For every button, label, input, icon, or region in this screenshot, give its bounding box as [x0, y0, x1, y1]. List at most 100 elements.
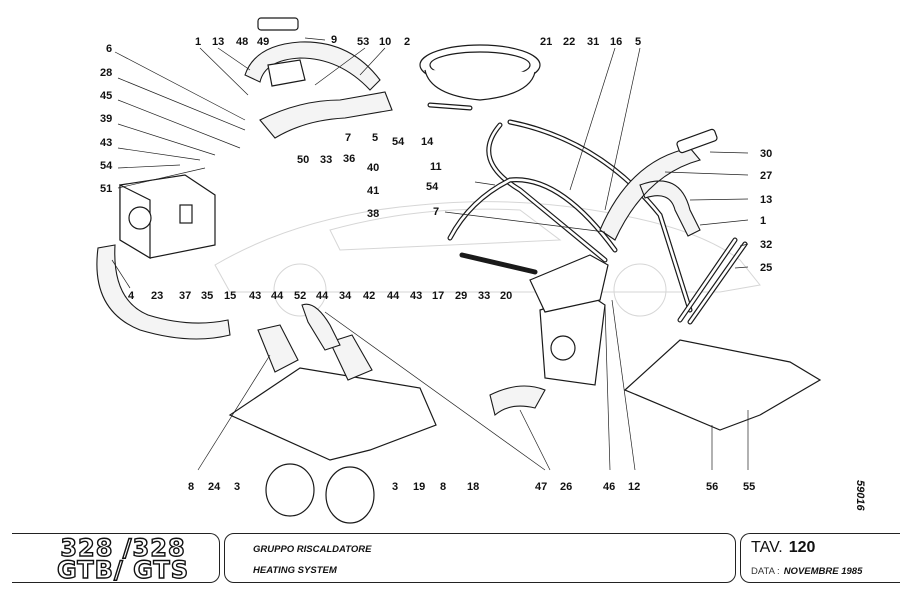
right-heater-box	[529, 254, 609, 386]
callout: 13	[212, 36, 224, 48]
callout: 24	[208, 481, 221, 493]
callout: 41	[367, 185, 379, 197]
tav-label: TAV.	[751, 539, 783, 556]
callout: 5	[635, 36, 641, 48]
model-box: 328 /328 GTB/ GTS	[12, 533, 220, 583]
callout: 25	[760, 262, 772, 274]
callout: 51	[100, 183, 112, 195]
date-label: DATA :	[751, 566, 780, 577]
callout: 55	[743, 481, 755, 493]
corner-duct	[301, 303, 341, 351]
callout: 39	[100, 113, 112, 125]
callout: 15	[224, 290, 236, 302]
right-flexible-hose	[599, 147, 701, 241]
drawing-serial-number: 59016	[854, 480, 866, 511]
callout: 18	[467, 481, 479, 493]
callout: 54	[100, 160, 113, 172]
callout: 8	[188, 481, 194, 493]
callout: 52	[294, 290, 306, 302]
callout: 13	[760, 194, 772, 206]
callout: 10	[379, 36, 391, 48]
side-duct	[489, 385, 546, 417]
callout: 54	[392, 136, 405, 148]
date-line: DATA :NOVEMBRE 1985	[751, 566, 862, 577]
left-elbow-duct	[257, 324, 299, 373]
callout: 1	[195, 36, 201, 48]
callout: 43	[410, 290, 422, 302]
callout: 34	[339, 290, 352, 302]
callout: 44	[271, 290, 284, 302]
callout: 3	[234, 481, 240, 493]
callout: 50	[297, 154, 309, 166]
callout: 38	[367, 208, 379, 220]
callout: 36	[343, 153, 355, 165]
callout: 17	[432, 290, 444, 302]
callout: 26	[560, 481, 572, 493]
callout: 29	[455, 290, 467, 302]
callout: 1	[760, 215, 766, 227]
callout: 27	[760, 170, 772, 182]
callout: 32	[760, 239, 772, 251]
callout: 48	[236, 36, 248, 48]
callout: 44	[387, 290, 400, 302]
callout: 28	[100, 67, 112, 79]
right-floor-panel	[623, 339, 822, 431]
callout: 45	[100, 90, 112, 102]
model-name-line2: GTB/ GTS	[56, 556, 189, 584]
callout: 4	[128, 290, 135, 302]
air-box	[419, 44, 541, 101]
exploded-parts-diagram: 1 13 48 49 9 53 10 2 21 22 31 16 5 6 28 …	[96, 17, 822, 524]
callout: 7	[345, 132, 351, 144]
callout: 40	[367, 162, 379, 174]
callout: 5	[372, 132, 378, 144]
callout: 43	[100, 137, 112, 149]
callout-labels: 1 13 48 49 9 53 10 2 21 22 31 16 5 6 28 …	[100, 34, 772, 493]
date-value: NOVEMBRE 1985	[783, 566, 863, 577]
leader-lines	[111, 37, 749, 471]
callout: 9	[331, 34, 337, 46]
callout: 6	[106, 43, 112, 55]
right-elbow-duct	[329, 334, 373, 381]
callout: 3	[392, 481, 398, 493]
ghost-car-outline	[214, 201, 761, 317]
model-name-line1: 328 /328	[60, 534, 186, 562]
blower-fans	[265, 463, 375, 524]
callout: 49	[257, 36, 269, 48]
callout: 23	[151, 290, 163, 302]
callout: 20	[500, 290, 512, 302]
callout: 42	[363, 290, 375, 302]
table-reference: TAV. 120	[751, 539, 815, 557]
title-english: HEATING SYSTEM	[253, 565, 337, 576]
callout: 43	[249, 290, 261, 302]
callout: 31	[587, 36, 599, 48]
callout: 14	[421, 136, 434, 148]
callout: 19	[413, 481, 425, 493]
callout: 2	[404, 36, 410, 48]
callout: 22	[563, 36, 575, 48]
title-italian: GRUPPO RISCALDATORE	[253, 544, 372, 555]
callout: 8	[440, 481, 446, 493]
heater-pipes	[427, 102, 748, 325]
callout: 33	[478, 290, 490, 302]
callout: 7	[433, 206, 439, 218]
left-floor-panel	[228, 367, 437, 461]
callout: 16	[610, 36, 622, 48]
callout: 56	[706, 481, 718, 493]
callout: 33	[320, 154, 332, 166]
info-box: TAV. 120 DATA :NOVEMBRE 1985	[740, 533, 900, 583]
callout: 46	[603, 481, 615, 493]
callout: 12	[628, 481, 640, 493]
callout: 47	[535, 481, 547, 493]
title-box: GRUPPO RISCALDATORE HEATING SYSTEM	[224, 533, 736, 583]
callout: 21	[540, 36, 552, 48]
right-vent-outlet	[676, 128, 718, 154]
callout: 11	[430, 161, 442, 173]
callout: 35	[201, 290, 213, 302]
top-hose-assembly	[244, 17, 393, 139]
tav-number: 120	[788, 539, 816, 556]
callout: 53	[357, 36, 369, 48]
callout: 44	[316, 290, 329, 302]
left-heater-box	[119, 174, 216, 260]
callout: 54	[426, 181, 439, 193]
callout: 37	[179, 290, 191, 302]
